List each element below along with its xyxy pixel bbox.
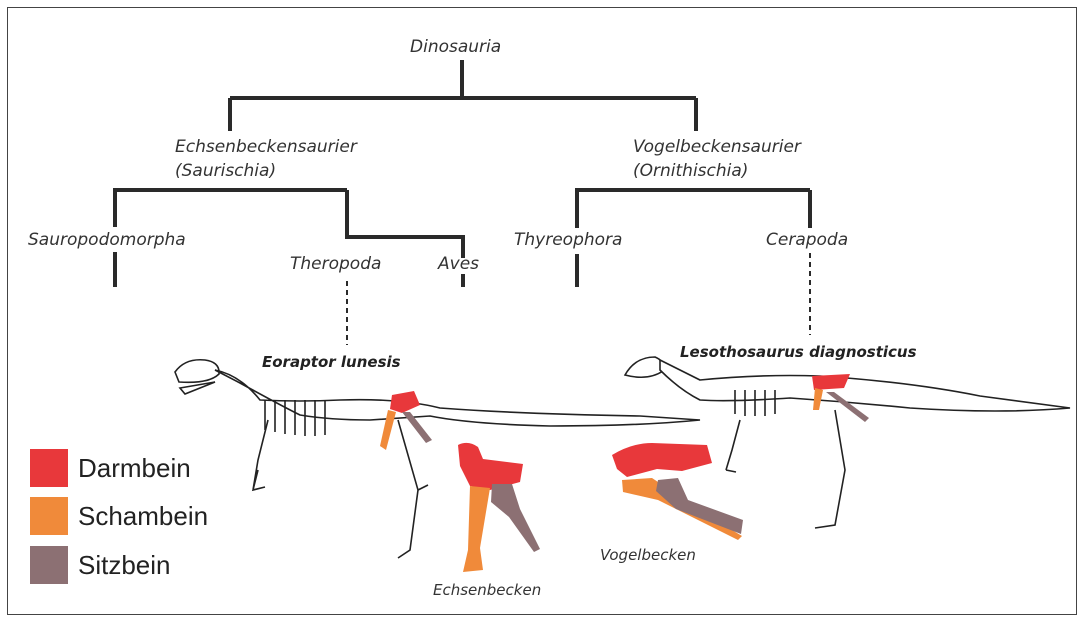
label-vogelbecken: Vogelbecken [600,546,696,564]
saurischia-branch [113,188,465,258]
clade-sauropodomorpha: Sauropodomorpha [28,230,186,250]
eoraptor-ilium [390,391,420,413]
eoraptor-pubis [380,410,396,450]
specimen-lesothosaurus: Lesothosaurus diagnosticus [680,343,917,361]
root-branch [228,60,698,131]
legend-item-schambein: Schambein [30,497,208,535]
lesothosaurus-ischium [826,392,869,422]
clade-theropoda: Theropoda [290,254,382,274]
sitzbein-swatch [30,546,68,584]
legend-label: Sitzbein [78,549,171,580]
eoraptor-ischium [402,412,432,443]
clade-aves: Aves [438,254,480,274]
legend-item-sitzbein: Sitzbein [30,546,171,584]
dashed-links [346,253,811,345]
darmbein-swatch [30,449,68,487]
schambein-swatch [30,497,68,535]
figure-frame [7,7,1077,615]
clade-ornithischia-latin: (Ornithischia) [633,161,749,181]
leaf-stubs [113,252,579,287]
legend-label: Darmbein [78,452,191,483]
legend-label: Schambein [78,500,209,531]
clade-dinosauria: Dinosauria [410,37,502,57]
vogelbecken-pelvis [612,443,743,540]
lesothosaurus-skeleton [623,356,1071,529]
clade-saurischia-name: Echsenbeckensaurier [175,137,357,157]
clade-cerapoda: Cerapoda [766,230,849,250]
echsenbecken-pelvis [458,442,540,572]
specimen-eoraptor: Eoraptor lunesis [262,353,401,371]
clade-ornithischia-name: Vogelbeckensaurier [633,137,801,157]
legend-item-darmbein: Darmbein [30,449,191,487]
cladogram-lines [113,60,812,287]
clade-thyreophora: Thyreophora [514,230,623,250]
lesothosaurus-ilium [812,374,850,390]
clade-saurischia-latin: (Saurischia) [175,161,277,181]
lesothosaurus-pubis [813,388,823,410]
eoraptor-skeleton [174,358,701,559]
ornithischia-branch [575,188,812,228]
label-echsenbecken: Echsenbecken [433,581,542,599]
